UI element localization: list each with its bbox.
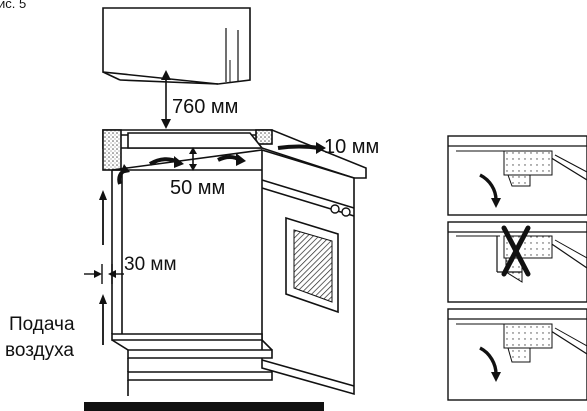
side-gap-label: 10 мм: [324, 136, 379, 158]
detail-panel-correct-2: [447, 308, 587, 401]
rear-gap-label: 30 мм: [124, 254, 177, 275]
oven-knob-icon: [341, 207, 351, 217]
clearance-dimension-label: 760 мм: [172, 96, 238, 118]
air-gap-label: 50 мм: [170, 177, 225, 199]
rear-gap-dimension-line: [84, 264, 124, 284]
rear-airflow-arrowheads: [99, 190, 107, 304]
figure-caption: ис. 5: [0, 0, 26, 11]
air-supply-label-line1: Подача: [9, 314, 75, 335]
airflow-arrowheads: [120, 153, 246, 174]
oven-knob-icon: [330, 204, 340, 214]
detail-panel-correct-1: [447, 135, 587, 216]
air-gap-dimension-line: [189, 147, 197, 171]
detail-panel-incorrect: [447, 221, 587, 303]
wall-cabinet: [102, 7, 251, 85]
floor: [84, 402, 324, 411]
hob-panel: [127, 132, 264, 149]
side-gap-leader: [277, 142, 326, 154]
clearance-dimension-line: [161, 70, 171, 129]
air-supply-label-line2: воздуха: [5, 340, 74, 361]
oven-window: [285, 216, 339, 314]
